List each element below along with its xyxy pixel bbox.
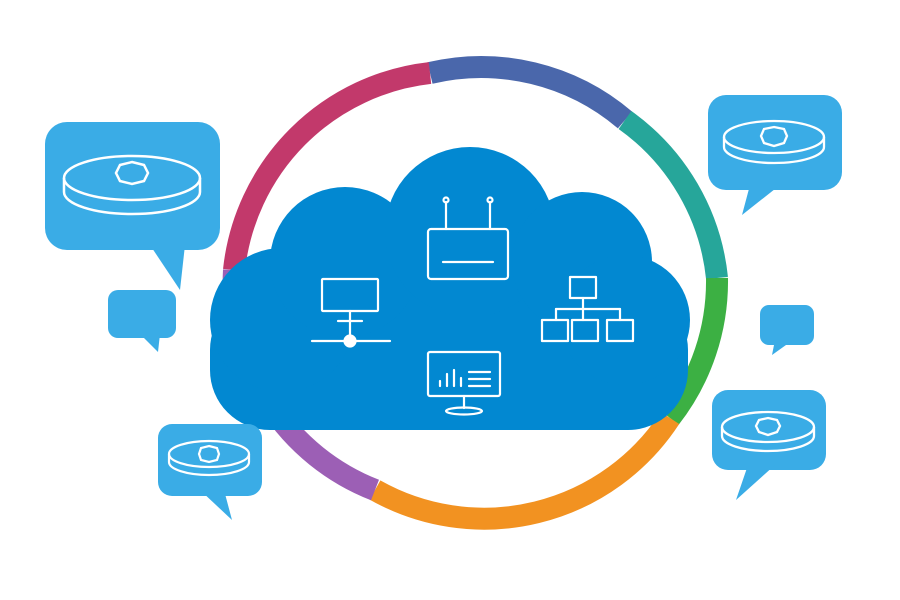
wireless-router-icon (426, 196, 510, 281)
speech-bubble-small-right (760, 305, 814, 355)
ring-segment-orange (369, 411, 680, 530)
hierarchy-network-icon (540, 275, 635, 343)
speech-bubble-top-right (708, 95, 842, 215)
puck-device-icon (722, 119, 826, 165)
network-computer-icon (310, 277, 392, 348)
puck-device-icon (167, 439, 251, 477)
speech-bubble-large-left (45, 122, 220, 290)
speech-bubble-bottom-right (712, 390, 826, 500)
speech-bubble-bottom-left (158, 424, 262, 520)
ring-segment-green (661, 277, 729, 425)
speech-bubble-small-left (108, 290, 176, 352)
cloud (210, 147, 690, 430)
ring-segment-magenta (223, 62, 432, 272)
ring-segment-teal (618, 111, 728, 280)
puck-device-icon (62, 154, 202, 216)
monitor-analytics-icon (426, 350, 502, 416)
puck-device-icon (720, 410, 816, 453)
ring-segment-blue (427, 56, 633, 129)
